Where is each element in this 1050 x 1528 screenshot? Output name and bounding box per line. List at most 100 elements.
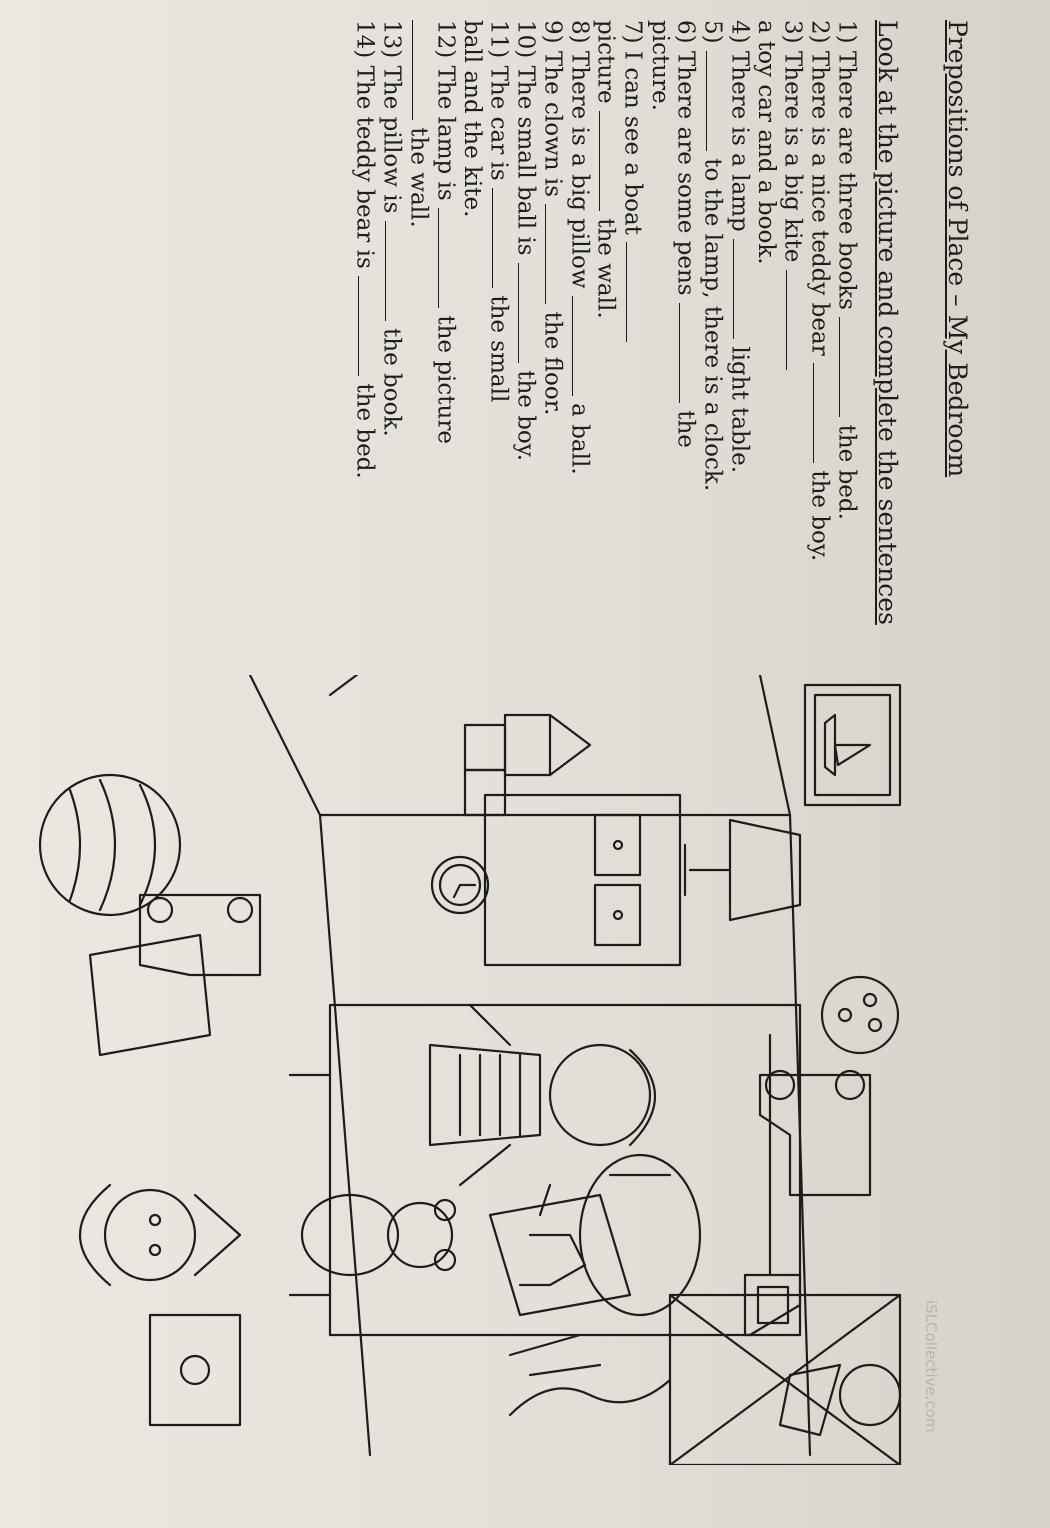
question-text-before: The pillow is — [378, 65, 405, 221]
question-text-after: a ball. — [566, 395, 593, 475]
question-number: 12) — [432, 20, 459, 66]
question-number: 10) — [512, 20, 539, 66]
bed — [288, 1003, 802, 1337]
toy-dog — [778, 1363, 902, 1437]
answer-blank[interactable] — [572, 295, 593, 396]
question-number: 3) — [779, 20, 806, 51]
book-floor — [88, 933, 212, 1057]
books-on-bed — [743, 1273, 802, 1337]
question-number: 4) — [726, 20, 753, 51]
kite — [508, 1293, 902, 1465]
question-list: 1) There are three books the bed.2) Ther… — [352, 20, 860, 670]
question-text-after: the wall. — [405, 120, 432, 228]
question-text-before: There is a nice teddy bear — [806, 50, 833, 364]
question-number: 9) — [539, 20, 566, 51]
question-item: 5) to the lamp, there is a clock. — [699, 20, 727, 670]
question-number: 6) — [672, 20, 699, 51]
question-continuation: a toy car and a book. — [753, 20, 780, 265]
answer-blank[interactable] — [545, 204, 566, 305]
bedroom-illustration — [38, 675, 902, 1465]
boat-picture — [803, 683, 902, 807]
question-number: 8) — [566, 20, 593, 51]
question-text-after: the wall. — [592, 210, 619, 319]
answer-blank[interactable] — [625, 242, 647, 343]
question-number: 14) — [351, 20, 378, 66]
lamp — [683, 818, 802, 922]
question-item: 8) There is a big pillow a ball. — [566, 20, 593, 670]
question-number: 2) — [806, 20, 833, 51]
question-text-before: There are three books — [833, 50, 860, 318]
answer-blank[interactable] — [491, 188, 513, 289]
boy — [428, 1003, 657, 1187]
clock — [430, 855, 490, 915]
question-text-after: the floor. — [539, 304, 566, 416]
question-item: 4) There is a lamp light table. — [726, 20, 754, 670]
question-text-after: light table. — [726, 339, 753, 474]
drawing-paper — [488, 1193, 632, 1317]
answer-blank[interactable] — [438, 208, 459, 309]
small-ball — [820, 975, 900, 1055]
question-number: 13) — [378, 20, 405, 66]
question-number: 1) — [833, 20, 860, 51]
question-text-after: the picture — [432, 308, 459, 444]
question-item: 13) The pillow is the book. — [378, 20, 406, 670]
answer-blank[interactable] — [839, 317, 860, 418]
question-text-before: There is a big pillow — [566, 50, 593, 296]
answer-blank[interactable] — [678, 302, 700, 403]
answer-blank[interactable] — [785, 269, 807, 370]
question-text-before: I can see a boat — [619, 50, 646, 243]
question-text-after: the boy. — [806, 463, 833, 562]
answer-blank[interactable] — [384, 220, 406, 321]
question-item: 12) The lamp is the picture — [432, 20, 459, 670]
toy-blocks — [463, 713, 592, 817]
question-item: 3) There is a big kite — [779, 20, 807, 670]
question-text-before: The car is — [485, 65, 512, 189]
teddy-bear — [300, 1193, 457, 1277]
clown — [78, 1183, 242, 1287]
question-continuation: ball and the kite. — [459, 20, 486, 218]
watermark: iSLCollective.com — [922, 1300, 940, 1433]
pens — [508, 1173, 672, 1377]
question-text-before: There are some pens — [672, 50, 699, 303]
question-text-before: There is a big kite — [779, 50, 806, 270]
answer-blank[interactable] — [732, 239, 754, 340]
question-text-before: The clown is — [539, 50, 566, 205]
question-text-after: the boy. — [512, 362, 539, 462]
question-number: 7) — [619, 20, 646, 51]
answer-blank[interactable] — [705, 50, 727, 151]
stacking-rings — [328, 675, 372, 697]
question-item: 14) The teddy bear is the bed. — [352, 20, 379, 670]
question-item: 1) There are three books the bed. — [833, 20, 860, 670]
question-text-after: the bed. — [351, 376, 378, 479]
question-item: 7) I can see a boat — [620, 20, 647, 670]
question-item: 10) The small ball is the boy. — [512, 20, 539, 670]
question-text-before: The teddy bear is — [351, 65, 378, 277]
striped-ball — [38, 773, 182, 917]
answer-blank[interactable] — [357, 276, 379, 377]
floor-line — [318, 813, 372, 1457]
question-text-after: to the lamp, there is a clock. — [699, 150, 726, 492]
question-text-after: the — [672, 402, 699, 448]
question-continuation: the wall. — [405, 20, 433, 670]
worksheet-page: Prepositions of Place – My Bedroom Look … — [38, 20, 972, 1465]
question-text-after: the bed. — [833, 417, 860, 520]
light-table — [483, 793, 682, 967]
question-number: 11) — [485, 20, 512, 66]
answer-blank[interactable] — [518, 262, 539, 363]
question-text-after: the small — [485, 288, 512, 403]
toy-car — [758, 1069, 872, 1197]
question-text-before: The lamp is — [432, 65, 459, 209]
question-text-before: There is a lamp — [726, 50, 753, 240]
question-text-after: the book. — [378, 320, 405, 437]
question-text-before: picture — [592, 20, 619, 111]
worksheet-title: Prepositions of Place – My Bedroom — [943, 20, 972, 478]
question-item: 11) The car is the small — [485, 20, 513, 670]
answer-blank[interactable] — [598, 110, 620, 211]
question-item: 2) There is a nice teddy bear the boy. — [806, 20, 834, 670]
question-item: 9) The clown is the floor. — [539, 20, 566, 670]
answer-blank[interactable] — [411, 20, 433, 120]
book-near-clown — [148, 1313, 242, 1427]
question-item: 6) There are some pens the — [673, 20, 700, 670]
answer-blank[interactable] — [812, 363, 834, 464]
